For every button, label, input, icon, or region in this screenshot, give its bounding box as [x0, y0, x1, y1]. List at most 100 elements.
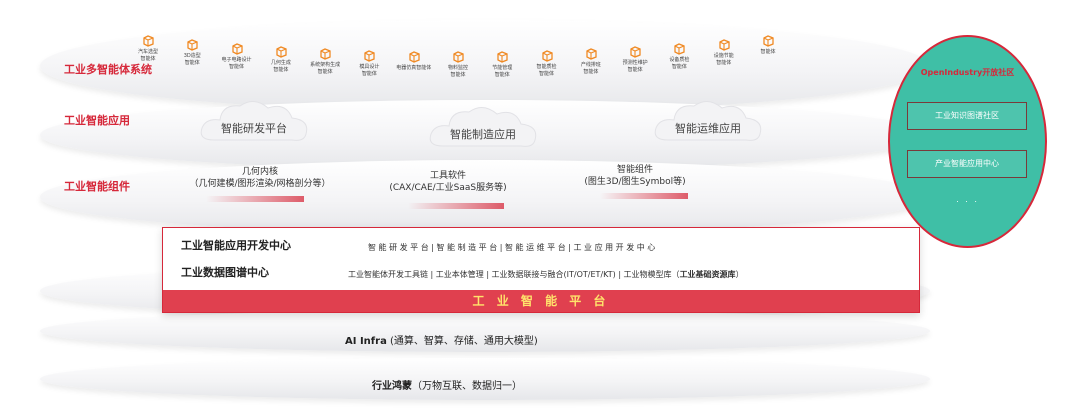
agent-item: 3D造型智能体: [170, 38, 214, 66]
cloud-icon: [429, 107, 537, 147]
component-title: 智能组件: [616, 165, 653, 175]
agent-name-line2: 智能体: [140, 56, 156, 62]
agent-name-line2: 智能体: [229, 63, 245, 70]
agent-name-line2: 智能体: [273, 66, 289, 73]
harmony-layer: [40, 358, 930, 400]
cube-icon: [497, 50, 508, 63]
cube-icon: [320, 48, 331, 60]
agent-name-line2: 智能体: [583, 69, 599, 76]
cube-icon: [630, 46, 641, 58]
community-more: . . .: [956, 195, 979, 204]
agent-name-line1: 电器仿真智能体: [396, 64, 432, 71]
component-desc: （几何建模/图形渲染/网格剖分等）: [189, 179, 331, 189]
agent-item: 智能质检智能体: [525, 49, 569, 77]
agent-name-line1: 3D造型: [183, 53, 201, 60]
agent-name-line1: 物料监控: [447, 65, 468, 71]
basic-resource-library: 工业基础资源库: [679, 270, 736, 279]
cube-icon: [409, 50, 420, 63]
cube-icon: [719, 39, 730, 51]
agent-name-line2: 智能体: [450, 72, 466, 78]
cloud-manufacturing: 智能制造应用: [425, 102, 541, 154]
app-operations: 智能运维应用: [675, 122, 741, 135]
cube-icon: [674, 43, 686, 55]
data-graph-center-desc: 工业智能体开发工具链 | 工业本体管理 | 工业数据联接与融合(IT/OT/ET…: [348, 269, 744, 280]
cube-icon: [364, 49, 376, 62]
component-arrow: [206, 196, 304, 202]
agent-name-line1: 设施节能: [713, 53, 734, 60]
component-geometry-kernel: 几何内核 （几何建模/图形渲染/网格剖分等）: [180, 166, 340, 190]
agent-name-line2: 智能体: [716, 60, 732, 67]
data-graph-desc-end: ）: [735, 270, 744, 279]
cloud-operations: 智能运维应用: [650, 96, 766, 148]
agent-item: 设施节能智能体: [702, 38, 746, 66]
agent-name-line1: 模具设计: [359, 63, 380, 70]
component-arrow: [600, 193, 688, 199]
agent-name-line1: 汽车选型: [137, 49, 158, 55]
agent-name-line2: 智能体: [671, 63, 687, 70]
harmony-desc: （万物互联、数据归一）: [412, 381, 522, 392]
app-dev-center-desc: 智 能 研 发 平 台 | 智 能 制 造 平 台 | 智 能 运 维 平 台 …: [368, 243, 656, 252]
cube-icon: [586, 48, 597, 60]
agent-item: 物料监控智能体: [436, 50, 480, 78]
cube-icon: [763, 35, 774, 47]
agent-item: 电子电路设计智能体: [215, 42, 259, 70]
agent-name-line2: 智能体: [494, 71, 510, 78]
cube-icon: [541, 49, 553, 62]
data-graph-center-row: 工业数据图谱中心 工业智能体开发工具链 | 工业本体管理 | 工业数据联接与融合…: [163, 260, 919, 288]
agent-item: 电器仿真智能体: [392, 50, 436, 72]
platform-bar: 工 业 智 能 平 台: [163, 290, 919, 312]
cube-icon: [187, 39, 198, 51]
agent-item: 汽车选型智能体: [126, 34, 170, 62]
agent-name-line1: 电子电路设计: [221, 56, 252, 63]
agent-name-line2: 智能体: [317, 69, 333, 76]
ai-infra-title: AI Infra: [345, 336, 387, 347]
agent-name-line2: 智能体: [184, 60, 200, 67]
agent-item: 产线排班智能体: [569, 47, 613, 75]
cube-icon: [276, 46, 287, 58]
component-smart-components: 智能组件 (图生3D/图生Symbol等): [560, 164, 710, 188]
agents-layer: [40, 20, 930, 112]
app-dev-center-row: 工业智能应用开发中心 智 能 研 发 平 台 | 智 能 制 造 平 台 | 智…: [163, 228, 919, 258]
app-dev-center-title: 工业智能应用开发中心: [181, 239, 291, 252]
app-manufacturing: 智能制造应用: [450, 128, 516, 141]
agent-item: 系统架构生成智能体: [303, 47, 347, 75]
agents-row-label: 工业多智能体系统: [64, 63, 152, 76]
data-graph-desc-text: 工业智能体开发工具链 | 工业本体管理 | 工业数据联接与融合(IT/OT/ET…: [348, 270, 680, 279]
harmony-label: 行业鸿蒙（万物互联、数据归一）: [372, 377, 522, 392]
cube-icon: [143, 35, 154, 47]
agent-item: 智能体: [746, 34, 790, 56]
agent-name-line2: 智能体: [627, 66, 643, 73]
cloud-rd-platform: 智能研发平台: [196, 96, 312, 148]
apps-row-label: 工业智能应用: [64, 114, 130, 127]
agent-name-line1: 智能体: [760, 49, 776, 55]
openindustry-community: OpenIndustry开放社区 工业知识图谱社区 产业智能应用中心 . . .: [888, 35, 1047, 248]
agent-item: 节能管理智能体: [480, 50, 524, 78]
cloud-icon: [654, 101, 762, 141]
agent-item: 预测性维护智能体: [613, 45, 657, 73]
knowledge-graph-community: 工业知识图谱社区: [907, 102, 1027, 130]
ai-infra-layer: [40, 310, 930, 352]
industrial-intelligence-platform: 工业智能应用开发中心 智 能 研 发 平 台 | 智 能 制 造 平 台 | 智…: [162, 227, 920, 313]
component-arrow: [408, 203, 504, 209]
components-row-label: 工业智能组件: [64, 180, 130, 193]
agent-name-line1: 设备质检: [669, 56, 690, 63]
cloud-icon: [200, 101, 308, 141]
data-graph-center-title: 工业数据图谱中心: [181, 266, 269, 279]
ai-infra-desc: (通算、智算、存储、通用大模型): [386, 336, 538, 347]
component-title: 工具软件: [429, 171, 466, 181]
cube-icon: [231, 43, 243, 55]
cube-icon: [453, 51, 464, 63]
component-desc: (CAX/CAE/工业SaaS服务等): [389, 183, 507, 193]
agent-item: 几何生成智能体: [259, 45, 303, 73]
components-layer: [40, 160, 930, 234]
app-rd-platform: 智能研发平台: [221, 122, 287, 135]
agent-name-line2: 智能体: [539, 70, 555, 77]
agent-name-line1: 产线排班: [580, 62, 601, 69]
component-tool-software: 工具软件 (CAX/CAE/工业SaaS服务等): [368, 170, 528, 194]
component-desc: (图生3D/图生Symbol等): [584, 177, 686, 187]
agent-name-line1: 几何生成: [270, 59, 291, 66]
agent-name-line1: 智能质检: [536, 63, 557, 70]
component-title: 几何内核: [241, 167, 278, 177]
harmony-title: 行业鸿蒙: [372, 381, 412, 392]
agent-name-line2: 智能体: [361, 70, 377, 77]
